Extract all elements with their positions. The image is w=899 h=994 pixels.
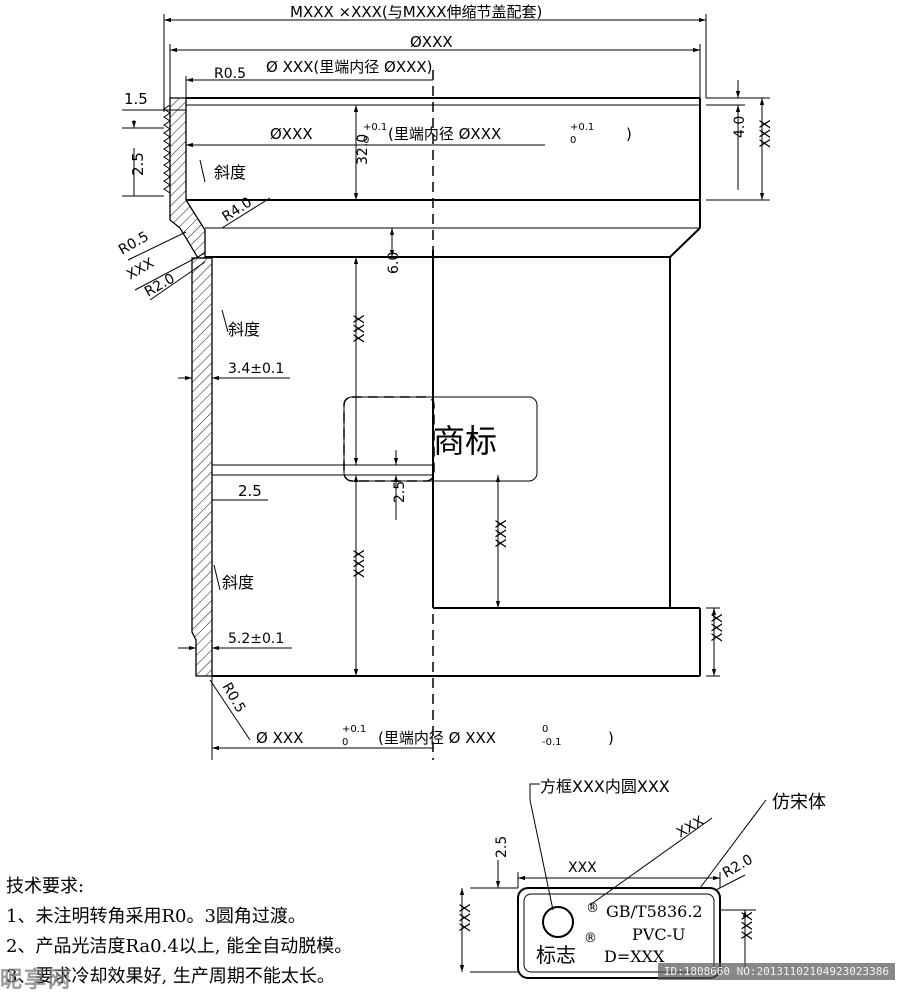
dimension-texts: MXXX ×XXX(与MXXX伸缩节盖配套) ØXXX R0.5 Ø XXX(里… [116,3,774,748]
trademark-frame: 商标 [343,396,538,482]
xxx-diagonal: XXX [674,813,707,841]
socket-tol-zero-2: 0 [570,135,576,146]
reg-mark-1: ® [586,901,599,916]
height-xxx: XXX [458,903,474,932]
socket-tol-plus-2: +0.1 [570,122,594,133]
slope-label-2: 斜度 [228,320,260,339]
dimension-lines [122,14,770,760]
dim-xxx-v3: XXX [494,519,510,548]
dim-32: 32.0 [355,134,371,165]
site-watermark: 昵享网 [0,968,73,993]
dim-4: 4.0 [732,116,748,138]
dim-2-5-left: 2.5 [129,152,147,176]
socket-dia-label: ØXXX [270,125,313,143]
dim-1-5: 1.5 [124,90,148,108]
inner-dia-top-label: Ø XXX(里端内径 ØXXX) [266,58,433,76]
bottom-tol-minus: -0.1 [542,737,562,748]
r05-mid-label: R0.5 [116,229,152,259]
reg-mark-2: ® [584,931,597,946]
logo-label: 标志 [536,943,576,967]
bottom-inner-label: (里端内径 Ø XXX [378,729,496,747]
dim-xxx-v1: XXX [352,314,368,343]
technical-requirements: 技术要求: 1、未注明转角采用R0。3圆角过渡。 2、产品光洁度Ra0.4以上,… [6,872,446,992]
logo-circle [542,906,574,938]
dim-xxx-right-low: XXX [710,613,726,642]
width-xxx: XXX [568,860,597,876]
requirement-item: 3、要求冷却效果好, 生产周期不能太长。 [6,966,335,987]
material-text: PVC-U [632,925,685,944]
dim-6: 6.0 [386,252,402,274]
part-profile [186,97,701,677]
slope-label-1: 斜度 [214,163,246,182]
dim-xxx-right: XXX [758,119,774,148]
wall-section-hatch [163,97,213,677]
r20-detail: R2.0 [720,852,756,882]
requirements-title: 技术要求: [6,876,85,897]
requirement-item: 1、未注明转角采用R0。3圆角过渡。 [6,906,306,927]
bottom-dia-label: Ø XXX [256,729,303,747]
socket-inner-label: (里端内径 ØXXX [388,125,501,143]
right-xxx: XXX [740,911,756,940]
dia-xxx-dim: ØXXX [410,33,453,51]
overall-top-dim: MXXX ×XXX(与MXXX伸缩节盖配套) [290,3,542,21]
bottom-close: ) [608,729,614,747]
wall-thickness-5-2: 5.2±0.1 [228,631,284,647]
slope-label-3: 斜度 [222,573,254,592]
label-detail: 方框XXX内圆XXX 仿宋体 XXX 2.5 XXX R2.0 ® ® GB/T… [458,777,826,979]
socket-tol-plus: +0.1 [363,122,387,133]
dim-2-5-v: 2.5 [392,481,408,503]
font-note: 仿宋体 [772,792,826,813]
diameter-text: D=XXX [604,947,665,966]
requirement-item: 2、产品光洁度Ra0.4以上, 能全自动脱模。 [6,936,353,957]
socket-tol-zero: 0 [363,135,369,146]
bottom-tol-zero-2: 0 [542,724,548,735]
bottom-tol-zero: 0 [342,737,348,748]
r05-bottom-label: R0.5 [219,680,249,716]
wall-thickness-3-4: 3.4±0.1 [228,361,284,377]
r20-mid-label: R2.0 [142,271,178,301]
bottom-tol-plus: +0.1 [342,724,366,735]
standard-text: GB/T5836.2 [606,902,703,921]
trademark-label: 商标 [433,422,497,460]
dim-2-5-detail: 2.5 [494,836,510,858]
dim-xxx-v2: XXX [352,549,368,578]
dim-2-5-h: 2.5 [238,482,262,500]
socket-close: ) [626,125,632,143]
id-watermark: ID:1808660 NO:20131102104923023386 [657,963,895,980]
box-circle-note: 方框XXX内圆XXX [540,777,670,796]
r05-top-label: R0.5 [214,66,246,82]
